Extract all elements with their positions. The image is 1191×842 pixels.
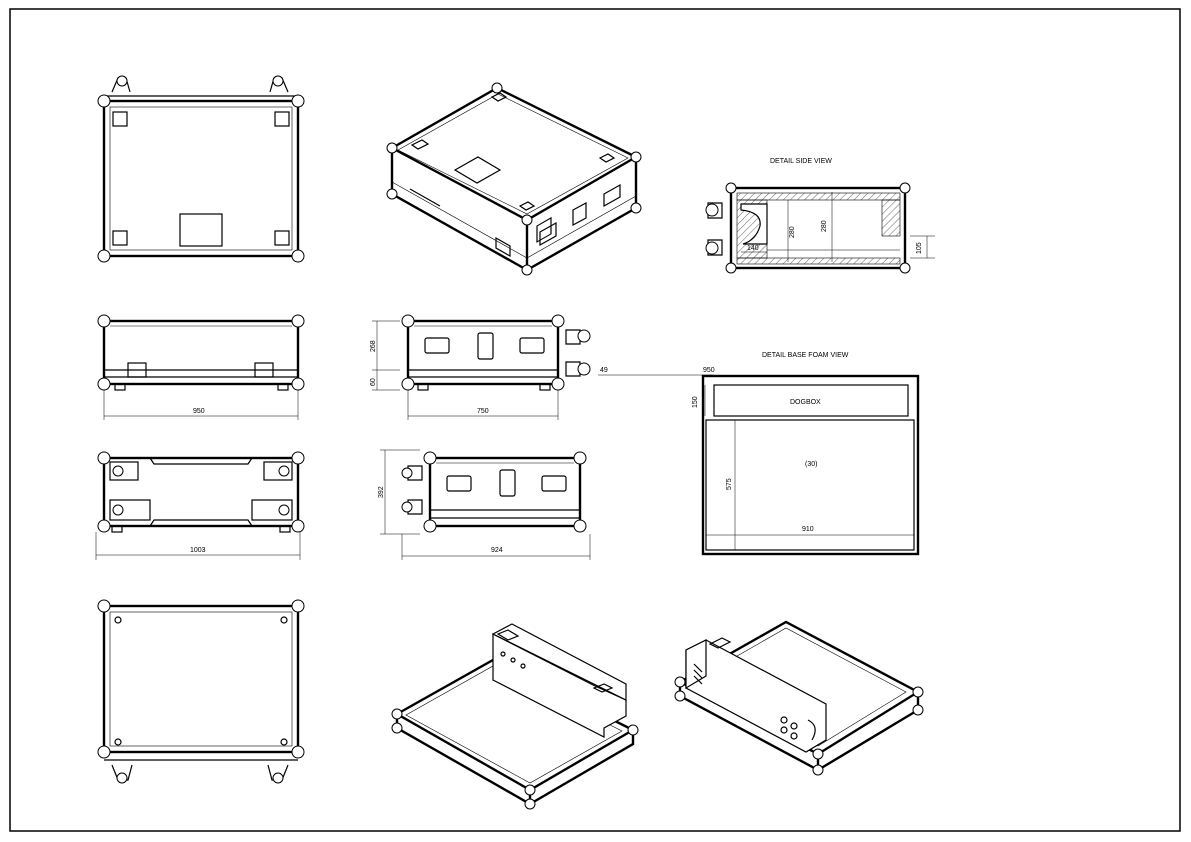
bottom-width-1003: 1003 bbox=[190, 547, 206, 554]
dim-150: 150 bbox=[692, 396, 699, 408]
isometric-closed-case bbox=[386, 82, 642, 276]
front-view: 950 bbox=[97, 314, 305, 420]
sheet-border bbox=[9, 8, 1181, 832]
dim-140: 140 bbox=[747, 245, 759, 252]
isometric-open-case-left bbox=[391, 623, 639, 810]
detail-side-view: DETAIL SIDE VIEW 140 280 280 105 bbox=[705, 158, 935, 274]
dim-910: 910 bbox=[802, 526, 814, 533]
wheels-height-392: 392 bbox=[378, 486, 385, 498]
isometric-open-case-right bbox=[674, 620, 924, 776]
dim-575: 575 bbox=[726, 478, 733, 490]
dogbox-label: DOGBOX bbox=[790, 399, 821, 406]
side-view-handles: 750 268 60 bbox=[370, 314, 591, 420]
bottom-view: 1003 bbox=[95, 451, 305, 560]
side-base-60: 60 bbox=[370, 378, 377, 386]
wheels-width-924: 924 bbox=[491, 547, 503, 554]
top-view bbox=[97, 75, 305, 263]
dim-280-a: 280 bbox=[789, 226, 796, 238]
top-view-open bbox=[97, 599, 305, 784]
detail-base-foam-title: DETAIL BASE FOAM VIEW bbox=[762, 352, 849, 359]
side-height-268: 268 bbox=[370, 340, 377, 352]
detail-base-foam-view: DETAIL BASE FOAM VIEW DOGBOX (30) 49 950… bbox=[598, 352, 920, 556]
dim-950: 950 bbox=[703, 367, 715, 374]
side-width-750: 750 bbox=[477, 408, 489, 415]
dim-105: 105 bbox=[916, 242, 923, 254]
detail-side-view-title: DETAIL SIDE VIEW bbox=[770, 158, 832, 165]
front-width-950: 950 bbox=[193, 408, 205, 415]
side-view-wheels: 924 392 bbox=[378, 449, 591, 560]
dim-280-b: 280 bbox=[821, 220, 828, 232]
dim-49: 49 bbox=[600, 367, 608, 374]
foam-label: (30) bbox=[805, 461, 817, 468]
